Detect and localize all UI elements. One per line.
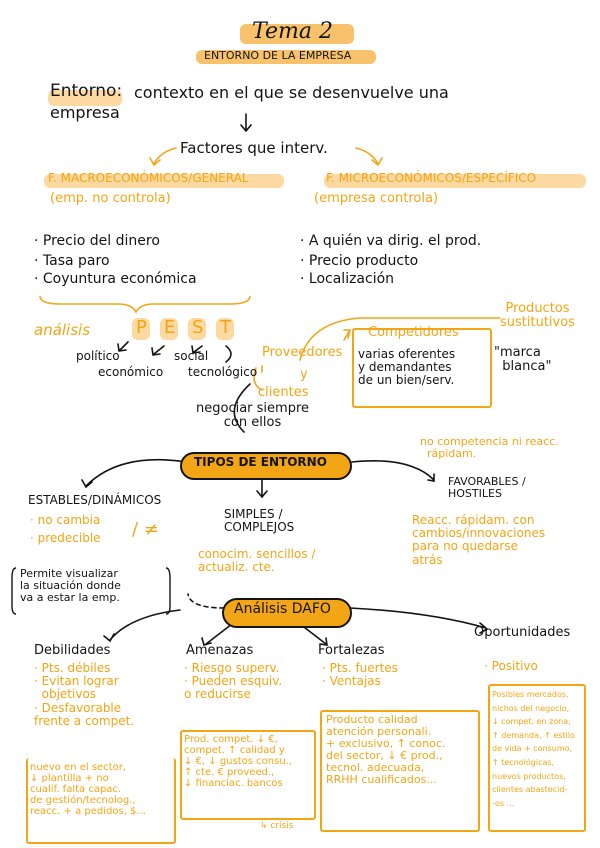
pest-label: análisis: [34, 321, 91, 339]
macro-highlight: [44, 174, 284, 188]
oportunidades-box: [488, 684, 586, 832]
micro-item: · A quién va dirig. el prod.: [300, 233, 482, 249]
marca-blanca-text: "marca blanca": [494, 345, 552, 375]
definition-text-2: empresa: [50, 103, 120, 122]
dafo-pill: [222, 598, 352, 628]
pest-letter: E: [164, 317, 176, 338]
pest-politico: político: [76, 349, 120, 363]
macro-title: F. MACROECONÓMICOS/GENERAL: [48, 171, 249, 185]
fortalezas-box-text: Producto calidad atención personali. + e…: [326, 713, 446, 787]
estables-item: · predecible: [30, 531, 101, 545]
estables-title: ESTABLES/DINÁMICOS: [28, 493, 162, 507]
simples-text: conocim. sencillos / actualiz. cte.: [198, 547, 316, 575]
pest-social: social: [174, 349, 209, 363]
page-title: Tema 2: [252, 19, 333, 44]
debilidades-title: Debilidades: [34, 643, 111, 658]
dafo-note: Permite visualizar la situación donde va…: [20, 567, 121, 605]
definition-text: contexto en el que se desenvuelve una: [134, 83, 449, 102]
amenazas-items: · Riesgo superv. · Pueden esquiv. o redu…: [184, 661, 283, 702]
productos-sustitutivos-label: Productos sustitutivos: [500, 301, 575, 331]
macro-subtitle: (emp. no controla): [50, 191, 171, 206]
tipos-entorno-title: TIPOS DE ENTORNO: [194, 455, 327, 469]
title-highlight: [240, 24, 354, 44]
proveedores-label: Proveedores: [262, 345, 343, 360]
factors-title: Factores que interv.: [180, 139, 328, 157]
term-highlight: [48, 90, 122, 106]
micro-item: · Precio producto: [300, 253, 419, 269]
micro-item: · Localización: [300, 271, 395, 287]
amenazas-box: [180, 730, 316, 820]
amenazas-crisis: ↳ crisis: [260, 821, 294, 831]
micro-subtitle: (empresa controla): [314, 191, 439, 206]
favorables-text: Reacc. rápidam. con cambios/innovaciones…: [412, 513, 546, 567]
estables-item: · no cambia: [30, 513, 101, 527]
oportunidades-items: · Positivo: [484, 659, 538, 673]
favorables-title: FAVORABLES / HOSTILES: [448, 475, 526, 501]
negociar-note: negociar siempre con ellos: [196, 401, 310, 431]
fortalezas-box: [320, 710, 480, 832]
tipos-entorno-pill: [180, 452, 352, 480]
macro-item: · Precio del dinero: [34, 233, 160, 249]
proveedores-y: y: [300, 367, 308, 382]
micro-title: F. MICROECONÓMICOS/ESPECÍFICO: [326, 171, 537, 185]
amenazas-box-text: Prod. compet. ↓ €, compet. ↑ calidad y ↓…: [184, 734, 293, 789]
debilidades-items: · Pts. débiles · Evitan lograr objetivos…: [34, 661, 135, 728]
debilidades-box: [26, 758, 176, 844]
oportunidades-box-text: Posibles mercados, nichos del negocio, ↓…: [492, 690, 575, 808]
dafo-title: Análisis DAFO: [234, 601, 331, 617]
amenazas-title: Amenazas: [186, 643, 254, 658]
estables-neq: / ≠: [132, 519, 159, 540]
pest-economico: económico: [98, 365, 164, 379]
favorables-top-note: no competencia ni reacc. rápidam.: [420, 435, 559, 461]
definition-term: Entorno:: [50, 81, 123, 101]
pest-tecnologico: tecnológico: [188, 365, 258, 379]
subtitle-highlight: [196, 50, 376, 64]
competidores-box: [352, 328, 492, 408]
pest-letter: T: [220, 317, 231, 338]
debilidades-box-text: nuevo en el sector, ↓ plantilla + no cua…: [30, 762, 146, 817]
macro-item: · Tasa paro: [34, 253, 110, 269]
simples-title: SIMPLES / COMPLEJOS: [224, 507, 295, 535]
oportunidades-title: Oportunidades: [474, 625, 571, 640]
page-subtitle: ENTORNO DE LA EMPRESA: [204, 49, 352, 62]
pest-letter: P: [136, 317, 147, 338]
micro-highlight: [324, 174, 586, 188]
pest-letter: S: [192, 317, 204, 338]
competidores-text: varias oferentes y demandantes de un bie…: [358, 347, 456, 388]
competidores-label: Competidores: [368, 325, 459, 340]
fortalezas-items: · Pts. fuertes · Ventajas: [322, 661, 398, 689]
fortalezas-title: Fortalezas: [318, 643, 385, 658]
macro-item: · Coyuntura económica: [34, 271, 197, 287]
clientes-label: clientes: [258, 385, 309, 400]
